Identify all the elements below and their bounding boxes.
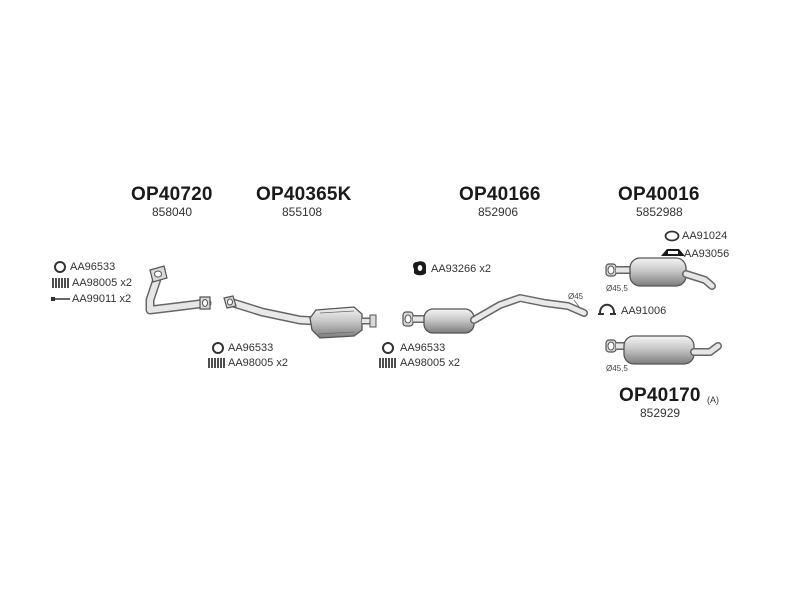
middle-ring-label: AA96533 [400, 342, 446, 354]
part-number-rear: OP40016 [618, 184, 700, 205]
middle-hanger-label: AA93266 x2 [431, 263, 491, 275]
rear-silencer-alt-part [605, 335, 722, 365]
front-accessory-icons [51, 261, 70, 301]
catalyst-body-icon [309, 306, 363, 339]
middle-spring-label: AA98005 x2 [400, 357, 460, 369]
rear-accessory-icons [598, 230, 685, 315]
variant-suffix: (A) [707, 395, 719, 405]
catalyst-accessory-icons [208, 342, 225, 368]
front-pipe-part [145, 265, 212, 315]
bolt-icon [51, 297, 70, 301]
rear-silencer-part [605, 257, 716, 290]
rear-hanger-label: AA93056 [684, 248, 730, 260]
catalyst-ring-label: AA96533 [228, 342, 274, 354]
part-number-front-pipe: OP40720 [131, 184, 213, 205]
front-bolt-label: AA99011 x2 [72, 293, 132, 305]
silencer-body-icon [623, 335, 695, 365]
rubber-hanger-icon [413, 261, 426, 276]
front-ring-label: AA96533 [70, 261, 116, 273]
rear-clamp-label: AA91006 [621, 305, 667, 317]
rear-ring-label: AA91024 [682, 230, 728, 242]
catalyst-part [223, 295, 377, 339]
front-spring-label: AA98005 x2 [72, 277, 132, 289]
rear-alt-diameter-label: Ø45,5 [606, 364, 628, 373]
sealing-ring-icon [212, 342, 224, 354]
sealing-ring-icon [54, 261, 66, 273]
middle-accessory-icons [379, 261, 426, 368]
silencer-body-icon [629, 257, 687, 287]
spring-icon [379, 358, 396, 368]
silencer-body-icon [423, 308, 475, 334]
rubber-hanger-icon [661, 249, 685, 256]
oe-number-rear-alt: 852929 [640, 406, 681, 420]
catalyst-spring-label: AA98005 x2 [228, 357, 288, 369]
spring-icon [208, 358, 225, 368]
rear-diameter-label: Ø45,5 [606, 284, 628, 293]
part-number-middle: OP40166 [459, 184, 541, 205]
clamp-icon [598, 303, 616, 315]
oe-number-rear: 5852988 [636, 205, 683, 219]
sealing-ring-icon [664, 230, 680, 242]
sealing-ring-icon [382, 342, 394, 354]
part-number-catalyst: OP40365K [256, 184, 352, 205]
middle-diameter-label: Ø45 [568, 292, 584, 301]
spring-icon [52, 278, 69, 288]
middle-silencer-part [402, 294, 588, 334]
oe-number-front-pipe: 858040 [152, 205, 193, 219]
oe-number-middle: 852906 [478, 205, 519, 219]
part-number-rear-alt: OP40170 [619, 385, 701, 406]
oe-number-catalyst: 855108 [282, 205, 323, 219]
